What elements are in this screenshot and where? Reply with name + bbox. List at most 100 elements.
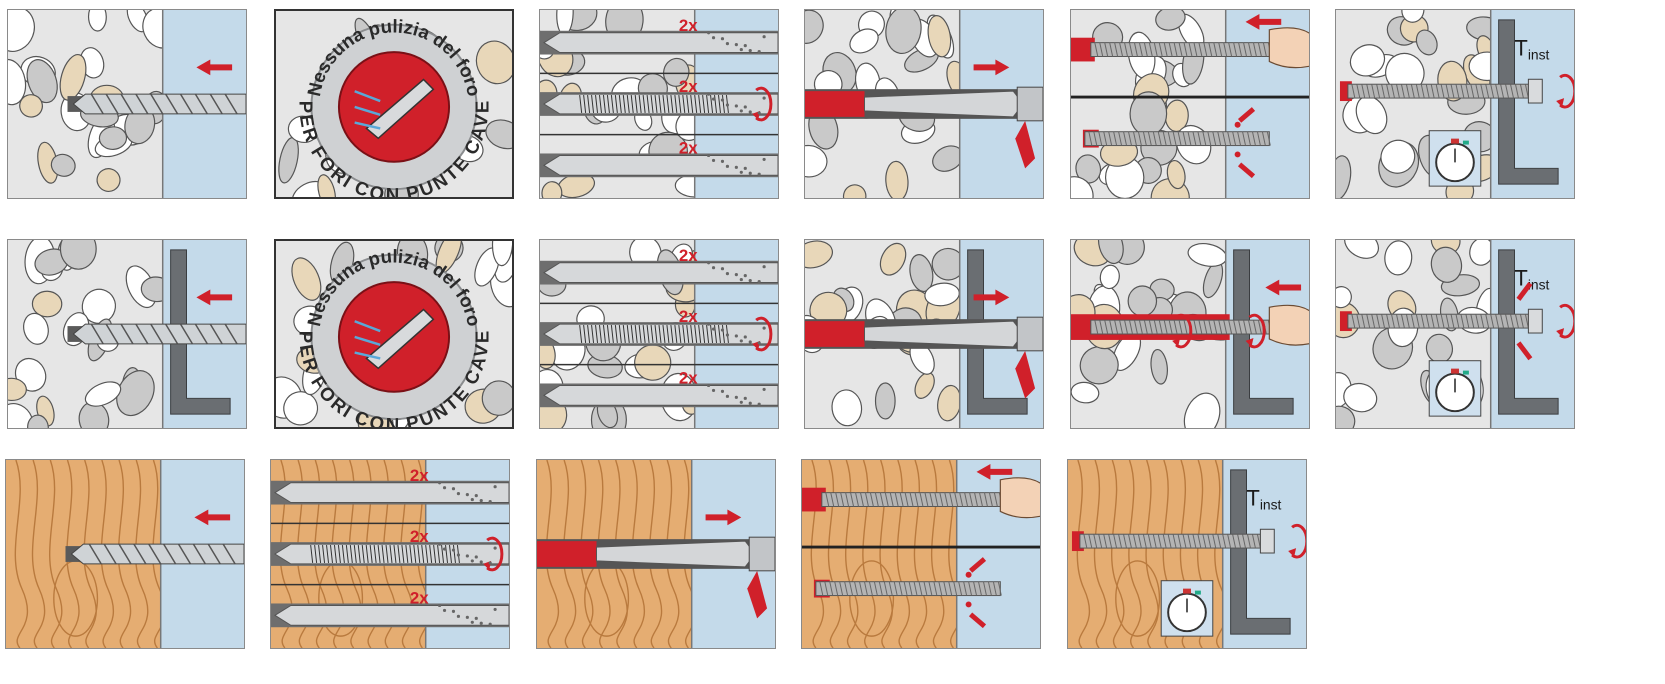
rod-thread xyxy=(1485,84,1490,99)
arrow-icon xyxy=(968,612,987,629)
rod-thread xyxy=(888,581,893,596)
pebble-icon xyxy=(87,10,107,32)
rod-thread xyxy=(1386,314,1391,329)
wood-knot xyxy=(849,560,895,637)
rod-thread xyxy=(1356,84,1361,99)
arrow-icon xyxy=(973,289,1010,306)
rod-thread xyxy=(854,581,859,596)
drill-flute xyxy=(120,93,134,115)
threaded-rod-icon xyxy=(815,581,1001,597)
rod-thread xyxy=(1490,84,1495,99)
rod-thread xyxy=(1440,84,1445,99)
arrow-icon xyxy=(194,509,231,526)
arrow-icon xyxy=(1237,162,1256,179)
dust-particle xyxy=(470,620,474,624)
timer-button xyxy=(1462,370,1469,375)
brush-bristle xyxy=(322,545,326,563)
pebble-icon xyxy=(317,174,336,197)
pebble-icon xyxy=(485,119,512,150)
rod-thread xyxy=(1099,42,1104,57)
fixture-bracket xyxy=(170,249,231,415)
rod-thread xyxy=(1455,314,1460,329)
wood-grain-line xyxy=(545,460,560,648)
rod-thread xyxy=(1410,84,1415,99)
brush-bristle xyxy=(666,95,670,113)
pebble-icon xyxy=(1430,246,1463,283)
brush-bristle xyxy=(658,95,662,113)
brush-bristle xyxy=(583,95,587,113)
timer-button xyxy=(1194,590,1201,595)
rod-thread xyxy=(864,492,869,507)
pebble-icon xyxy=(481,380,512,416)
fixture-bracket xyxy=(1498,249,1559,415)
rod-thread xyxy=(1405,84,1410,99)
air-nozzle-icon xyxy=(543,32,778,54)
rod-thread xyxy=(1203,320,1208,335)
rod-thread xyxy=(1207,534,1212,549)
brush-bristle xyxy=(650,325,654,343)
rod-thread xyxy=(1500,84,1505,99)
rod-thread xyxy=(1129,42,1133,57)
rod-thread xyxy=(1415,314,1420,329)
rod-thread xyxy=(899,492,904,507)
rod-thread xyxy=(1237,534,1242,549)
rod-thread xyxy=(1163,42,1168,57)
step-panel xyxy=(804,9,1044,199)
repeat-label: 2x xyxy=(410,466,429,485)
rod-thread xyxy=(1361,314,1366,329)
rod-thread xyxy=(1198,42,1203,57)
dust-particle xyxy=(757,279,761,284)
rod-thread xyxy=(1188,42,1193,57)
brush-bristle xyxy=(686,325,690,343)
mortar-drop xyxy=(1234,121,1241,128)
rod-thread xyxy=(929,492,934,507)
pebble-icon xyxy=(849,28,879,54)
arrow-icon xyxy=(1516,282,1533,301)
rod-thread xyxy=(1113,534,1118,549)
pebble-icon xyxy=(1380,139,1416,174)
wood-grain-line xyxy=(152,460,166,648)
step-panel xyxy=(7,239,247,429)
pebble-icon xyxy=(805,240,833,269)
drill-flute xyxy=(192,543,206,565)
brush-bristle xyxy=(369,545,373,563)
threaded-rod-icon xyxy=(1084,131,1270,147)
dust-particle xyxy=(743,44,747,48)
rod-thread xyxy=(1381,84,1386,99)
dust-particle xyxy=(706,31,711,35)
rod-thread xyxy=(889,492,894,507)
rod-thread xyxy=(1519,84,1524,99)
rod-thread xyxy=(958,581,963,596)
rod-thread xyxy=(993,492,998,507)
wood-grain-line xyxy=(631,460,646,648)
dust-particle xyxy=(451,487,456,491)
brush-bristle xyxy=(341,545,345,563)
pebble-icon xyxy=(1097,240,1124,265)
drill-flute xyxy=(120,323,134,345)
wood-knot xyxy=(1115,560,1161,637)
pebble-icon xyxy=(874,382,896,420)
rod-thread xyxy=(1103,131,1108,146)
rod-thread xyxy=(969,492,974,507)
wood-grain-line xyxy=(683,460,697,648)
pebble-icon xyxy=(1336,405,1356,428)
wood-grain-line xyxy=(1093,460,1108,648)
rod-thread xyxy=(924,492,929,507)
rod-thread xyxy=(1142,534,1147,549)
drill-flute xyxy=(105,93,119,115)
rod-thread xyxy=(1233,320,1238,335)
brush-bristle xyxy=(682,325,686,343)
rod-thread xyxy=(834,581,839,596)
brush-icon xyxy=(274,543,509,565)
dust-particle xyxy=(720,37,725,41)
wood-grain-line xyxy=(100,460,115,648)
dust-particle xyxy=(479,498,483,503)
suction-arrow xyxy=(354,105,381,116)
dust-particle xyxy=(725,42,730,46)
rod-thread xyxy=(1351,84,1356,99)
drill-flute xyxy=(88,543,102,565)
rod-thread xyxy=(1183,42,1188,57)
rod-thread xyxy=(1519,314,1524,329)
dust-particle xyxy=(743,335,747,339)
drill-flute xyxy=(194,323,208,345)
